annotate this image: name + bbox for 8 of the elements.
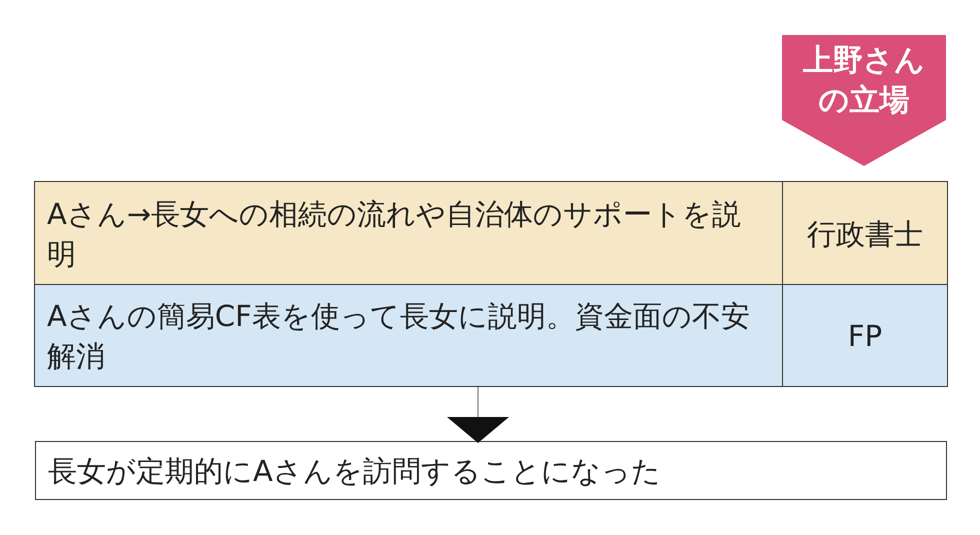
description-cell: Aさん→長女への相続の流れや自治体のサポートを説明	[35, 182, 783, 285]
table-frame	[35, 182, 947, 386]
heading-banner: 上野さんの立場	[782, 35, 946, 166]
result-box: 長女が定期的にAさんを訪問することになった	[35, 441, 947, 500]
down-triangle-arrow	[447, 386, 509, 443]
description-cell: Aさんの簡易CF表を使って長女に説明。資金面の不安解消	[35, 284, 783, 386]
role-cell: FP	[783, 284, 947, 386]
role-cell: 行政書士	[783, 182, 947, 285]
